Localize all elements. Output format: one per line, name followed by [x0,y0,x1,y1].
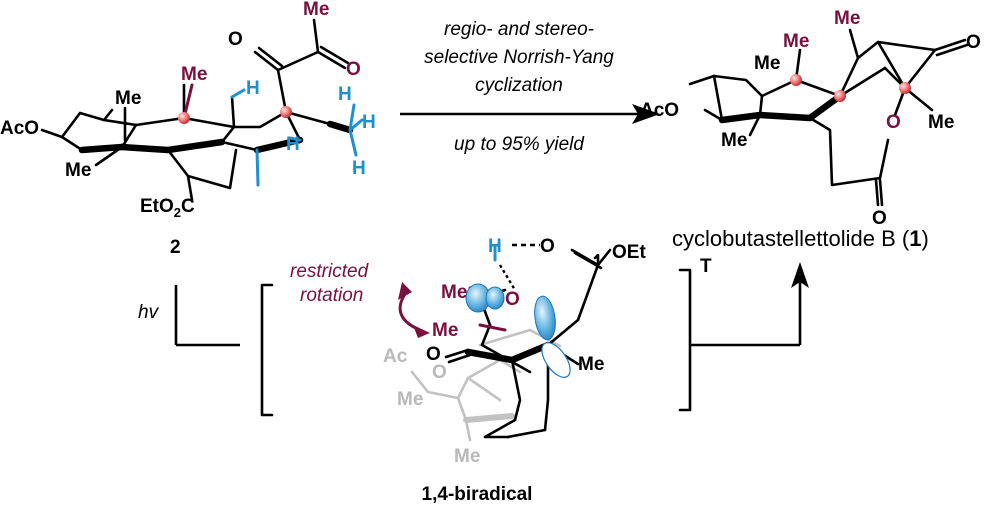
oet-label: OEt [612,242,646,263]
stereocenter-sphere [899,82,911,94]
hydrogen-label: H [338,84,352,105]
me-label: Me [928,112,954,133]
hydrogen-label: H [246,78,260,99]
biradical-structure [410,243,612,442]
me-gray-label: Me [397,389,423,410]
me-magenta-label: Me [432,320,458,341]
me-label: Me [578,354,604,375]
me-magenta-label: Me [303,0,329,20]
me-label: Me [721,130,747,151]
up-arrow-head [791,262,809,288]
stereocenter-sphere [790,74,802,86]
restricted-label-1: restricted [290,261,370,282]
biradical-name: 1,4-biradical [422,484,533,505]
condition-line-1: regio- and stereo- [444,19,594,40]
ester-label: EtO2C [140,196,195,220]
reaction-arrow [400,104,660,124]
ac-gray-label: Ac [383,346,408,367]
oxygen-label: O [966,32,981,53]
rotation-arrow [398,282,430,338]
left-bracket [260,283,274,417]
me-magenta-label: Me [783,31,809,52]
me-gray-label: Me [454,446,480,467]
me-magenta-label: Me [181,64,207,85]
compound-number: 2 [170,237,181,258]
stereocenter-sphere [280,106,292,118]
hv-label: hv [138,302,160,323]
mechanism-path [174,262,809,417]
aco-label: AcO [0,118,39,139]
hydrogen-label: H [286,134,300,155]
product-structure [688,28,969,207]
orbital-lobe [541,342,571,378]
orbital-lobe [534,295,556,341]
oxygen-label: O [228,29,243,50]
right-bracket [678,268,692,412]
hydrogen-label: H [352,158,366,179]
oxygen-label: O [872,208,887,229]
me-label: Me [65,160,91,181]
oxygen-gray-label: O [432,362,447,383]
me-magenta-label: Me [441,282,467,303]
oxygen-label: O [886,112,901,133]
triplet-label: T [700,256,712,277]
restricted-label-2: rotation [300,285,363,306]
oxygen-label: O [540,236,555,257]
me-label: Me [115,88,141,109]
oxygen-label: O [505,289,520,310]
stereocenter-sphere [178,112,190,124]
me-label: Me [754,53,780,74]
orbital-lobe [485,286,505,310]
oxygen-label: O [426,344,441,365]
oxygen-label: O [346,59,361,80]
stereocenter-sphere [834,90,846,102]
me-magenta-label: Me [834,8,860,29]
yield-text: up to 95% yield [454,134,585,155]
hydrogen-label: H [362,112,376,133]
condition-line-3: cyclization [475,75,563,96]
hydrogen-label: H [488,236,502,257]
condition-line-2: selective Norrish-Yang [424,47,614,68]
product-name: cyclobutastellettolide B (1) [672,226,929,251]
compound-2-structure [40,18,364,202]
aco-label: AcO [640,100,679,121]
